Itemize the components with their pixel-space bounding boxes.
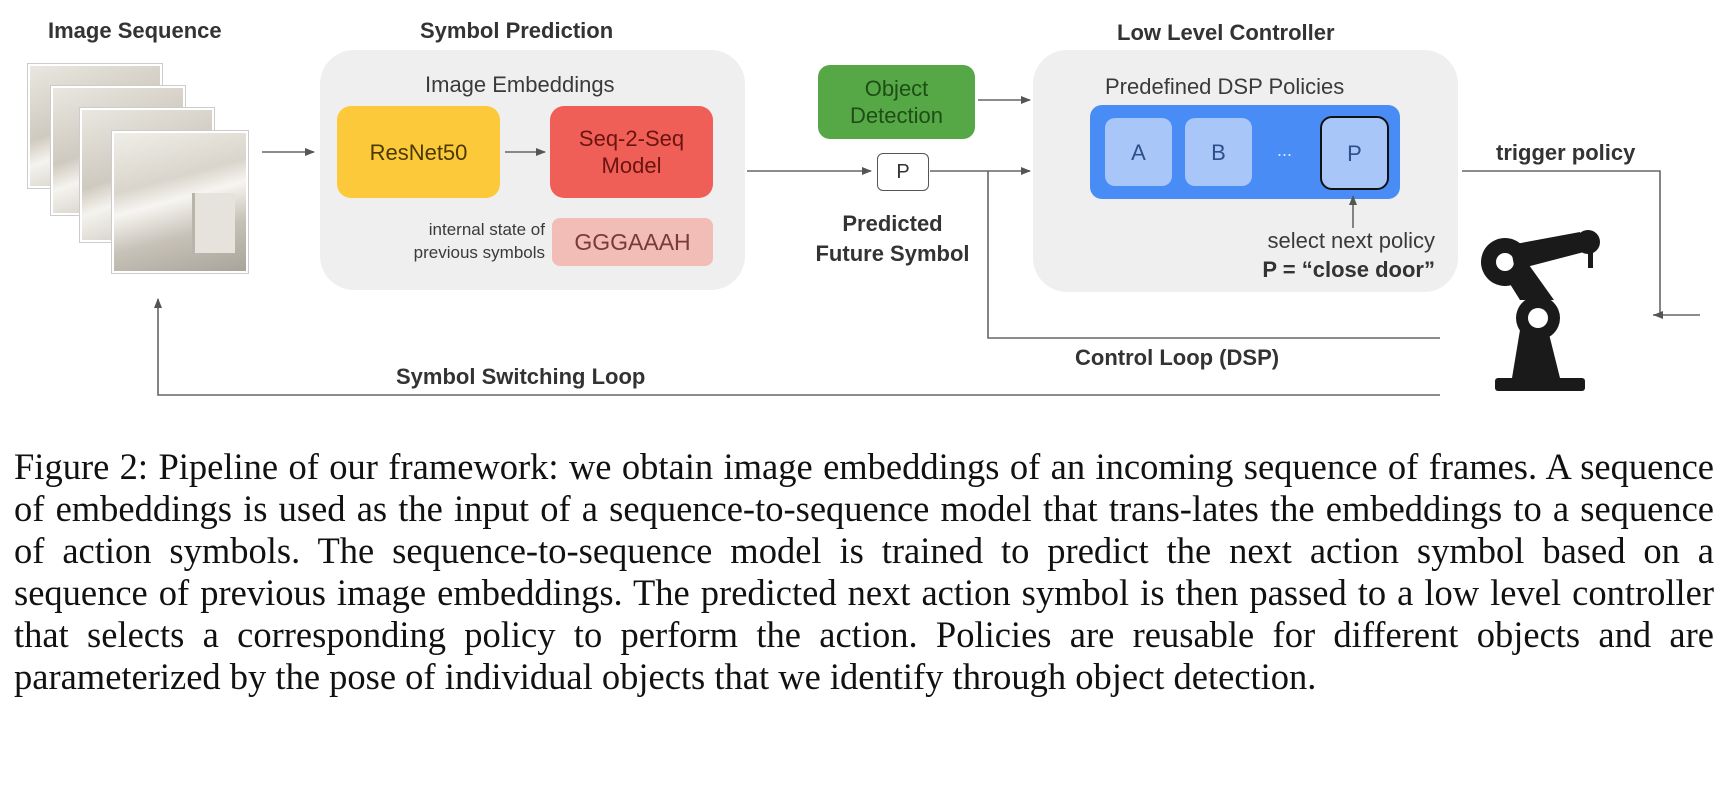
control-loop-line [987,171,1440,339]
dsp-policies-label: Predefined DSP Policies [1105,74,1345,99]
predicted-symbol: P [896,160,910,183]
internal-state-line1: internal state of [428,220,545,239]
resnet50-box: ResNet50 [337,106,500,198]
robot-arm-icon [1481,230,1600,391]
low-level-controller-title: Low Level Controller [1117,20,1335,45]
predicted-symbol-box: P [877,153,929,191]
predicted-label-line1: Predicted [842,211,943,236]
pipeline-diagram: Image Sequence Symbol Prediction Low Lev… [28,18,1700,396]
frame-door-shape [192,193,235,253]
image-sequence [28,64,258,274]
policy-p: P [1320,116,1389,190]
seq2seq-model-box: Seq-2-Seq Model [550,106,713,198]
internal-state-label: internal state of previous symbols [380,218,545,264]
internal-state-line2: previous symbols [413,243,545,262]
object-detection-line2: Detection [850,103,943,128]
image-embeddings-label: Image Embeddings [425,72,615,97]
policy-a-label: A [1131,139,1146,165]
select-next-policy-label: select next policy P = “close door” [1225,226,1435,284]
connectors-layer [154,96,1700,396]
predicted-future-symbol-label: Predicted Future Symbol [800,209,985,269]
frame-4 [112,131,248,273]
object-detection-line1: Object [864,76,929,101]
predicted-label-line2: Future Symbol [815,241,970,266]
seq2seq-label-line1: Seq-2-Seq [578,126,685,151]
policy-ellipsis: ... [1277,140,1293,160]
symbol-history: GGGAAAH [574,228,691,255]
object-detection-box: Object Detection [818,65,975,139]
policy-b: B [1185,118,1252,186]
seq2seq-label-line2: Model [601,153,662,178]
policy-a: A [1105,118,1172,186]
trigger-policy-label: trigger policy [1496,140,1636,165]
switching-loop-label: Symbol Switching Loop [396,364,646,389]
policy-assignment: P = “close door” [1262,257,1435,282]
symbol-history-box: GGGAAAH [552,218,713,266]
caption-text: Figure 2: Pipeline of our framework: we … [14,446,1714,697]
control-loop-label: Control Loop (DSP) [1075,345,1280,370]
policy-b-label: B [1211,139,1226,165]
resnet50-label: ResNet50 [369,139,468,165]
policy-p-label: P [1347,140,1362,166]
image-sequence-title: Image Sequence [48,18,222,43]
switching-loop-line [154,298,1440,396]
select-next-policy: select next policy [1267,228,1435,253]
symbol-prediction-title: Symbol Prediction [420,18,614,43]
figure-caption: Figure 2: Pipeline of our framework: we … [14,446,1714,698]
